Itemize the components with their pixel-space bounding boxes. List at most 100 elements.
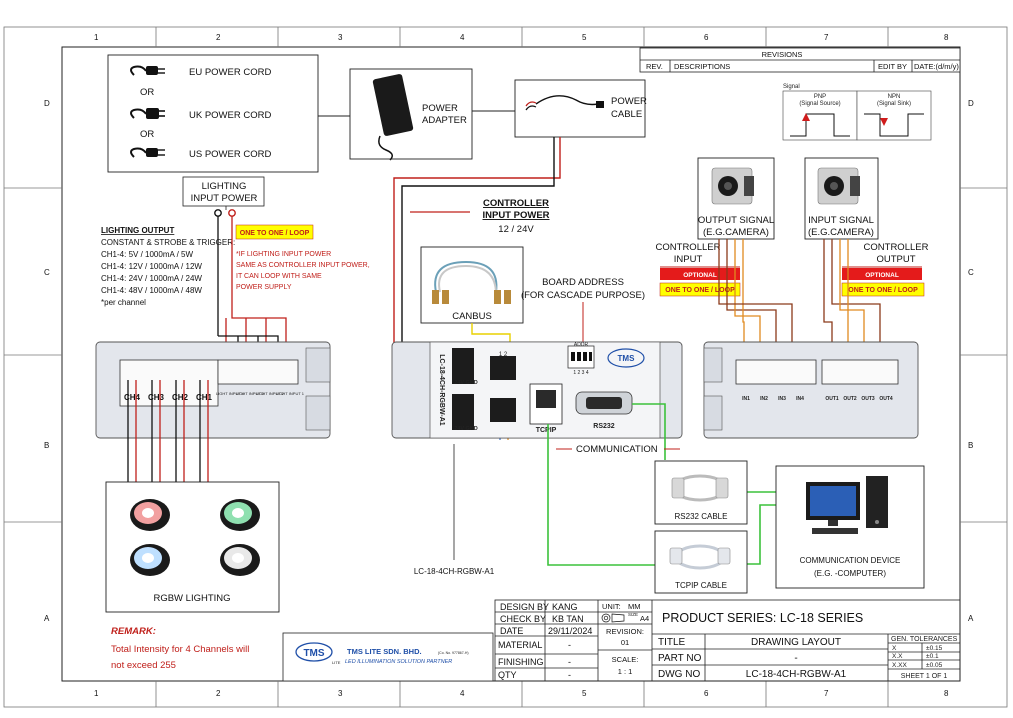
grid-number: 3 bbox=[338, 33, 343, 42]
signal-legend: Signal PNP (Signal Source) NPN (Signal S… bbox=[782, 84, 932, 141]
canbus-cable-icon bbox=[432, 260, 511, 304]
title-label: TITLE bbox=[658, 637, 686, 648]
unit-value: MM bbox=[628, 602, 641, 611]
grid-top-numbers: 1 2 3 4 5 6 7 8 bbox=[94, 33, 949, 42]
optional-badge bbox=[842, 268, 922, 280]
controller-input-title: INPUT bbox=[674, 254, 703, 265]
check-by-value: KB TAN bbox=[552, 614, 584, 624]
pnp-arrow-icon bbox=[802, 113, 810, 121]
grid-letter: B bbox=[968, 441, 973, 450]
tolerance-value: ±0.05 bbox=[926, 662, 943, 669]
sheet-outer-frame bbox=[3, 26, 1008, 708]
note-line: POWER SUPPLY bbox=[236, 284, 292, 291]
controller-input-power-title: CONTROLLER bbox=[483, 198, 549, 209]
lighting-output-line: CH1-4: 12V / 1000mA / 12W bbox=[101, 262, 202, 271]
ch2-label: CH2 bbox=[172, 393, 189, 402]
power-terminal-black bbox=[214, 209, 222, 217]
or-label: OR bbox=[140, 87, 154, 98]
lighting-input-power-label: INPUT POWER bbox=[191, 193, 258, 204]
input-signal-camera-box: INPUT SIGNAL (E.G.CAMERA) bbox=[804, 157, 879, 240]
ch3-label: CH3 bbox=[148, 393, 165, 402]
ch1-label: CH1 bbox=[196, 393, 213, 402]
company-logo-sub: LITE bbox=[332, 660, 341, 665]
controller-input-label: CONTROLLER INPUT OPTIONAL ONE TO ONE / L… bbox=[656, 242, 741, 297]
us-plug-icon bbox=[130, 147, 165, 158]
design-by-value: KANG bbox=[552, 602, 578, 612]
board-address-label: BOARD ADDRESS (FOR CASCADE PURPOSE) bbox=[521, 277, 645, 301]
rs232-cable-icon bbox=[671, 474, 729, 502]
power-adapter-label: ADAPTER bbox=[422, 115, 467, 126]
out3-label: OUT3 bbox=[861, 396, 875, 402]
out1-label: OUT1 bbox=[825, 396, 839, 402]
power-cable-box: POWER CABLE bbox=[514, 79, 647, 138]
communication-title: COMMUNICATION bbox=[576, 444, 658, 455]
grid-number: 2 bbox=[216, 689, 221, 698]
uk-power-cord-label: UK POWER CORD bbox=[189, 110, 271, 121]
computer-icon bbox=[806, 476, 888, 534]
tcpip-port-label: TCPIP bbox=[536, 427, 557, 434]
controller-input-power-title: INPUT POWER bbox=[482, 210, 549, 221]
title-block bbox=[494, 599, 961, 682]
communication-device-label: COMMUNICATION DEVICE bbox=[800, 556, 901, 565]
sheet-number: SHEET 1 OF 1 bbox=[901, 673, 948, 680]
grid-number: 4 bbox=[460, 33, 465, 42]
product-series: PRODUCT SERIES: LC-18 SERIES bbox=[662, 611, 863, 625]
company-reg: (Co. No. 977867-H) bbox=[438, 651, 469, 655]
controller-output-label: CONTROLLER OUTPUT OPTIONAL ONE TO ONE / … bbox=[841, 242, 929, 297]
one-to-one-loop-badge bbox=[659, 282, 741, 297]
rgbw-lighting-label: RGBW LIGHTING bbox=[153, 593, 230, 604]
input-signal-label: (E.G.CAMERA) bbox=[808, 227, 874, 238]
revisions-table: REVISIONS REV. DESCRIPTIONS EDIT BY DATE… bbox=[639, 47, 961, 73]
projection-symbol-icon bbox=[601, 613, 625, 623]
addr-nums-label: 1 2 3 4 bbox=[573, 370, 589, 376]
grid-number: 6 bbox=[704, 33, 709, 42]
input-signal-label: INPUT SIGNAL bbox=[808, 215, 874, 226]
date-value: 29/11/2024 bbox=[548, 626, 592, 636]
company-logo-text: TMS bbox=[303, 648, 324, 659]
note-line: IT CAN LOOP WITH SAME bbox=[236, 273, 322, 280]
controller-voltage: 12 / 24V bbox=[498, 224, 534, 235]
material-value: - bbox=[568, 640, 571, 650]
remark-block: REMARK: Total Intensity for 4 Channels w… bbox=[111, 626, 249, 671]
grid-number: 6 bbox=[704, 689, 709, 698]
power-cable-label: POWER bbox=[611, 96, 647, 107]
grid-letter: A bbox=[44, 614, 50, 623]
revision-value: 01 bbox=[621, 638, 629, 647]
revisions-title: REVISIONS bbox=[762, 50, 803, 59]
lighting-output-line: CH1-4: 48V / 1000mA / 48W bbox=[101, 286, 202, 295]
npn-sub-label: (Signal Sink) bbox=[877, 101, 911, 107]
eu-plug-icon bbox=[130, 65, 165, 76]
grid-letter: D bbox=[44, 99, 50, 108]
part-no-value: - bbox=[794, 653, 797, 664]
pnp-label: PNP bbox=[814, 94, 826, 100]
tcpip-cable-label: TCPIP CABLE bbox=[675, 581, 727, 590]
qty-value: - bbox=[568, 670, 571, 680]
note-line: *IF LIGHTING INPUT POWER bbox=[236, 251, 331, 258]
check-by-label: CHECK BY bbox=[500, 614, 546, 624]
communication-wires bbox=[547, 403, 776, 566]
grid-number: 4 bbox=[460, 689, 465, 698]
green-ring-light-icon bbox=[220, 499, 260, 531]
npn-label: NPN bbox=[888, 94, 901, 100]
lighting-output-line: CH1-4: 24V / 1000mA / 24W bbox=[101, 274, 202, 283]
gnd-label: 24V GND bbox=[454, 380, 478, 386]
one-to-one-loop-badge-left: ONE TO ONE / LOOP bbox=[235, 224, 314, 240]
controller-output-title: OUTPUT bbox=[876, 254, 915, 265]
red-ring-light-icon bbox=[130, 499, 170, 531]
size-label: SIZE bbox=[628, 612, 638, 617]
communication-device-sub: (E.G. -COMPUTER) bbox=[814, 569, 886, 578]
blue-ring-light-icon bbox=[130, 544, 170, 576]
one-to-one-loop-label: ONE TO ONE / LOOP bbox=[848, 287, 918, 294]
light-input-label: LIGHT INPUT 3 bbox=[236, 391, 265, 396]
grid-letter: D bbox=[968, 99, 974, 108]
title-block-text: DESIGN BY KANG CHECK BY KB TAN DATE 29/1… bbox=[498, 602, 958, 680]
npn-arrow-icon bbox=[880, 118, 888, 126]
light-input-label: LIGHT INPUT 4 bbox=[216, 391, 245, 396]
uk-plug-icon bbox=[130, 108, 165, 119]
eu-power-cord-label: EU POWER CORD bbox=[189, 67, 271, 78]
canbus-box: CANBUS bbox=[420, 246, 524, 324]
right-io-unit: IN1 IN2 IN3 IN4 OUT1 OUT2 OUT3 OUT4 bbox=[703, 341, 919, 439]
grid-number: 8 bbox=[944, 689, 949, 698]
canbus-label: CANBUS bbox=[452, 311, 492, 322]
